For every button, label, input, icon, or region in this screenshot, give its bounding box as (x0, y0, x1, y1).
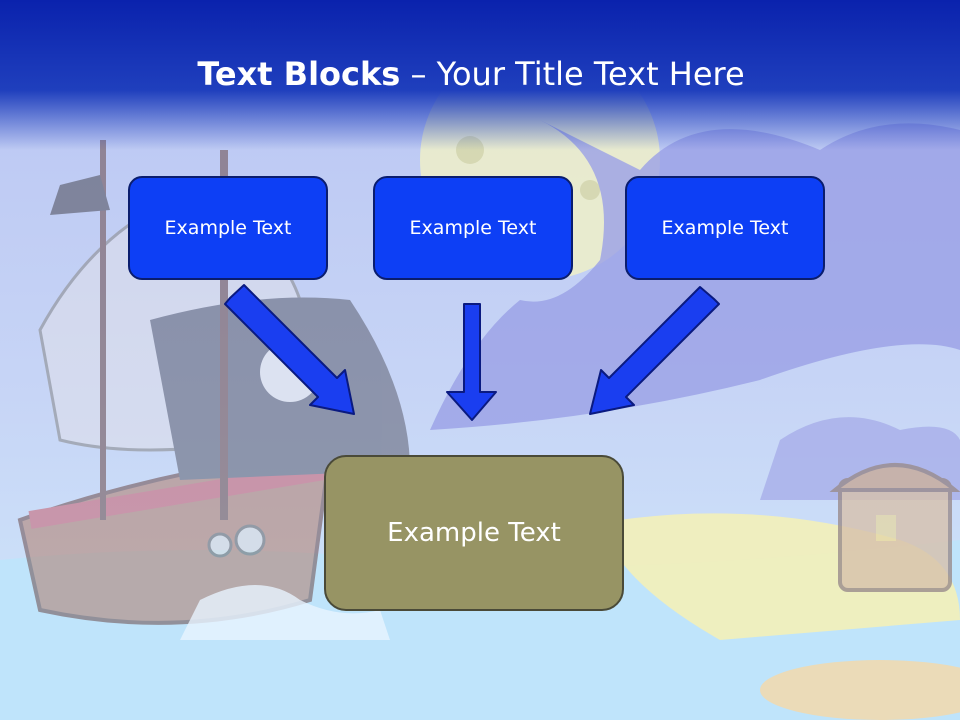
title-bold: Text Blocks (197, 55, 401, 93)
slide-title: Text Blocks – Your Title Text Here (0, 52, 942, 96)
arrow-right-icon (589, 286, 720, 415)
result-block[interactable]: Example Text (324, 455, 624, 611)
text-block-3[interactable]: Example Text (625, 176, 825, 280)
arrow-center-icon (446, 303, 497, 421)
text-block-2-label: Example Text (409, 217, 537, 239)
text-block-1-label: Example Text (164, 217, 292, 239)
text-block-3-label: Example Text (661, 217, 789, 239)
treasure-chest-illustration (829, 463, 960, 592)
title-separator: – (400, 55, 437, 93)
result-block-label: Example Text (387, 518, 561, 548)
text-block-2[interactable]: Example Text (373, 176, 573, 280)
text-block-1[interactable]: Example Text (128, 176, 328, 280)
title-rest: Your Title Text Here (436, 55, 745, 93)
arrow-left-icon (224, 284, 355, 415)
